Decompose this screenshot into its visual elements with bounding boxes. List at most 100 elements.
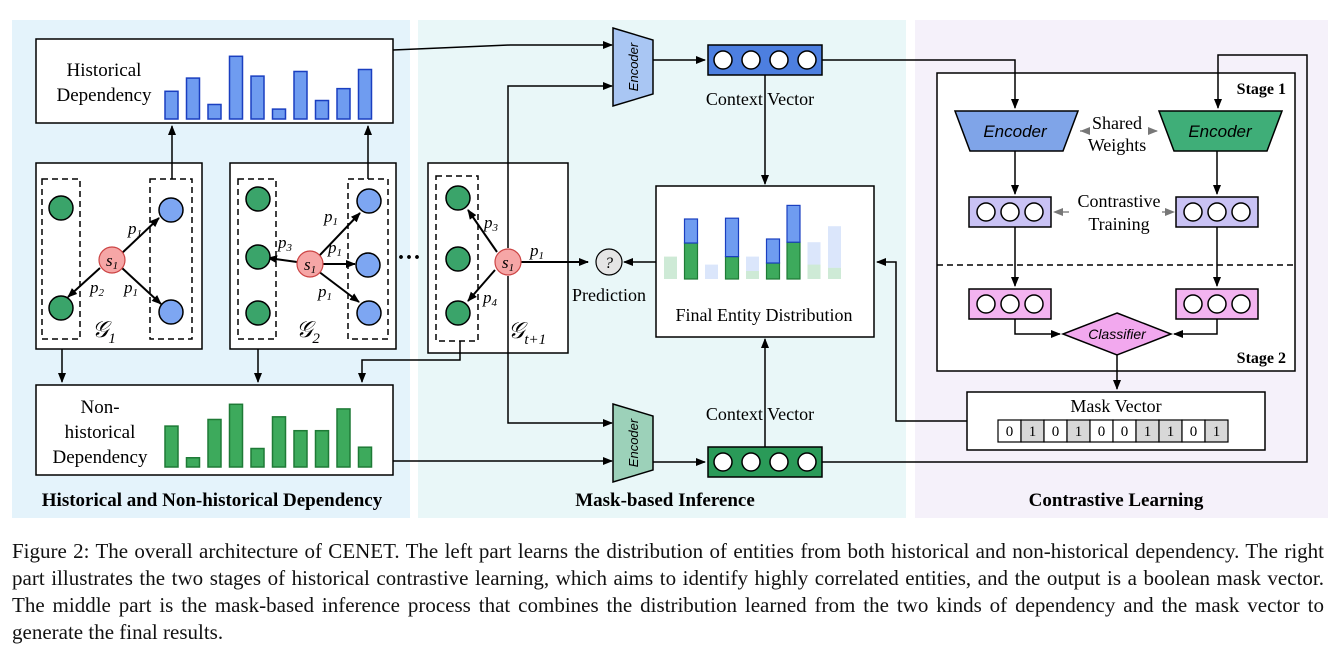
svg-text:p3: p3 bbox=[277, 233, 293, 254]
graph3-group bbox=[435, 175, 479, 342]
graph3-node-green-mid bbox=[445, 246, 471, 272]
final-bar-blue bbox=[807, 242, 821, 265]
graph2-node-green-top bbox=[245, 186, 271, 212]
final-bar-blue bbox=[828, 226, 841, 268]
graph2-edge-p1-bottom: p bbox=[317, 282, 327, 301]
graph2-subject-sub: 1 bbox=[311, 264, 317, 276]
final-bar-blue bbox=[724, 217, 740, 258]
final-bar-blue bbox=[683, 218, 699, 244]
svg-text:s1: s1 bbox=[106, 251, 118, 272]
contrastive-encoder-right bbox=[1157, 110, 1284, 152]
graph3-edge-p1: p bbox=[529, 241, 539, 260]
graph3-edge-p3-sub: 3 bbox=[492, 222, 499, 234]
graph3-edge-p4-sub: 4 bbox=[492, 297, 498, 309]
graph2-edge-p1-top: p bbox=[323, 207, 333, 226]
graph2-edge-p1-bottom-sub: 1 bbox=[327, 291, 333, 303]
prediction-node bbox=[595, 248, 623, 276]
nonhistorical-bar bbox=[293, 429, 308, 468]
final-bar-green bbox=[724, 256, 740, 280]
mask-bit-value: 1 bbox=[1144, 424, 1152, 440]
graph2-node-blue-top bbox=[356, 188, 382, 214]
graph2-node-blue-bottom bbox=[356, 300, 382, 326]
graphs-ellipsis: ··· bbox=[397, 245, 421, 271]
graph2-label-sub: 2 bbox=[312, 331, 320, 347]
graph2-edge-p3: p bbox=[277, 233, 287, 252]
nonhistorical-bar bbox=[336, 408, 351, 468]
historical-bar bbox=[336, 87, 351, 120]
graph2-edge-p1-mid-sub: 1 bbox=[337, 247, 343, 259]
graph3-node-green-top bbox=[445, 185, 471, 211]
mask-bit-value: 0 bbox=[1121, 424, 1129, 440]
right-panel-title: Contrastive Learning bbox=[1029, 490, 1204, 511]
historical-bar-chart bbox=[164, 55, 373, 120]
historical-label-line2: Dependency bbox=[57, 85, 152, 106]
contrastive-right-arrowhead bbox=[1165, 208, 1175, 216]
graph1-edge-p1-top-sub: 1 bbox=[137, 228, 143, 240]
nonhistorical-bar bbox=[164, 425, 179, 468]
graph1-node-blue-top bbox=[158, 197, 184, 223]
graph1-label-sub: 1 bbox=[108, 331, 116, 347]
historical-bar bbox=[250, 75, 265, 120]
shared-weights-line2: Weights bbox=[1088, 135, 1147, 155]
graph3-edge-p4: p bbox=[482, 288, 492, 307]
graph2-node-green-mid bbox=[245, 244, 271, 270]
svg-text:p1: p1 bbox=[529, 241, 544, 262]
mask-bit-cell bbox=[1204, 419, 1229, 443]
nonhistorical-bar bbox=[250, 447, 265, 468]
final-bar-green bbox=[807, 264, 821, 279]
left-panel-title: Historical and Non-historical Dependency bbox=[42, 490, 383, 511]
context-vector-top-label: Context Vector bbox=[706, 89, 814, 109]
historical-label-line1: Historical bbox=[67, 60, 142, 81]
shared-weights-left-arrowhead bbox=[1080, 127, 1090, 135]
final-bar-green bbox=[828, 267, 841, 279]
final-bar-blue bbox=[705, 264, 718, 279]
encoder-top bbox=[612, 26, 654, 108]
graph2-edge-p1-mid: p bbox=[327, 238, 337, 257]
nonhistorical-label-line2: historical bbox=[65, 422, 136, 443]
stage1-label: Stage 1 bbox=[1237, 81, 1286, 98]
nonhistorical-bar bbox=[357, 446, 373, 468]
graph2-subject-label: s bbox=[304, 255, 311, 274]
svg-text:𝒢1: 𝒢1 bbox=[92, 317, 116, 347]
encoder-bottom bbox=[612, 402, 654, 484]
svg-text:p2: p2 bbox=[89, 278, 105, 299]
graph3-label: 𝒢 bbox=[508, 318, 528, 343]
final-distribution-chart bbox=[664, 204, 841, 280]
mask-bit-value: 0 bbox=[1006, 424, 1014, 440]
nonhistorical-label-line3: Dependency bbox=[53, 447, 148, 468]
contrastive-encoder-left bbox=[953, 110, 1080, 152]
svg-text:𝒢2: 𝒢2 bbox=[296, 317, 320, 347]
svg-text:s1: s1 bbox=[502, 253, 514, 274]
graph1-node-green-bottom bbox=[48, 295, 74, 321]
graph1-edge-p2: p bbox=[89, 278, 99, 297]
graph3-label-sub: t+1 bbox=[524, 332, 546, 348]
classifier-label: Classifier bbox=[1088, 326, 1147, 342]
graph1-hist-group bbox=[149, 178, 193, 340]
graph1-label: 𝒢 bbox=[92, 317, 112, 342]
mask-bit-value: 1 bbox=[1167, 424, 1175, 440]
encoder-top-label: Encoder bbox=[626, 42, 641, 91]
historical-bar bbox=[185, 77, 201, 120]
graph1-node-blue-bottom bbox=[158, 299, 184, 325]
svg-text:p1: p1 bbox=[327, 238, 342, 259]
nonhistorical-bar-chart bbox=[164, 403, 373, 468]
context-vector-bottom-label: Context Vector bbox=[706, 404, 814, 424]
nonhistorical-bar bbox=[228, 403, 244, 468]
graph2-node-green-bottom bbox=[245, 300, 271, 326]
mask-vector-label: Mask Vector bbox=[1070, 396, 1161, 416]
final-distribution-label: Final Entity Distribution bbox=[675, 305, 852, 325]
nonhistorical-bar bbox=[185, 457, 201, 468]
mask-bit-value: 1 bbox=[1075, 424, 1083, 440]
nonhistorical-bar bbox=[271, 416, 287, 468]
graph3-subject-node bbox=[494, 248, 522, 276]
final-bar-blue bbox=[786, 204, 801, 243]
graph2-edge-p3-sub: 3 bbox=[286, 242, 293, 254]
shared-weights-line1: Shared bbox=[1092, 113, 1142, 133]
final-bar-green bbox=[664, 256, 677, 279]
svg-text:p1: p1 bbox=[317, 282, 332, 303]
graph3-subject-label: s bbox=[502, 253, 509, 272]
graph1-edge-p1-bottom: p bbox=[123, 278, 133, 297]
nonhistorical-label-line1: Non- bbox=[80, 397, 119, 418]
svg-text:p1: p1 bbox=[127, 219, 142, 240]
shared-weights-right-arrowhead bbox=[1148, 127, 1158, 135]
